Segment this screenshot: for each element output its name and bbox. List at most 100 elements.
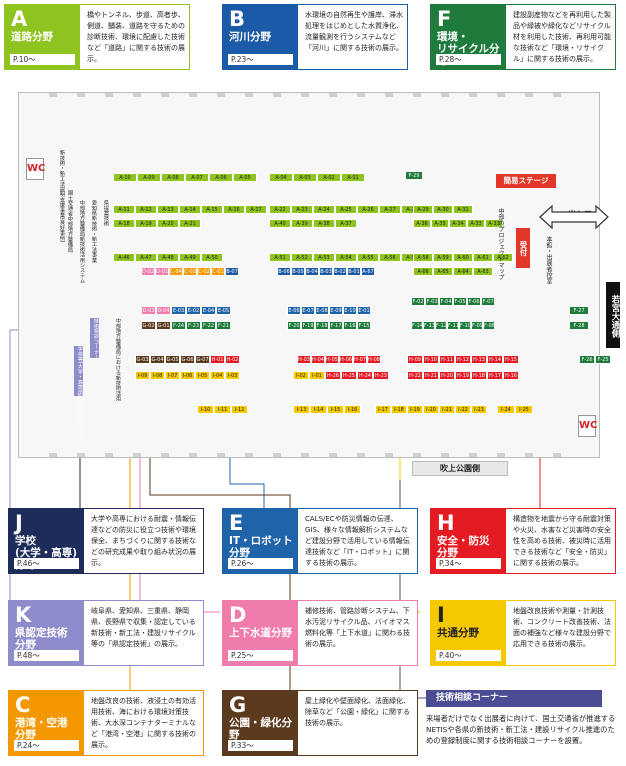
- booth-a-36[interactable]: A-36: [413, 219, 431, 228]
- booth-a-46[interactable]: A-46: [113, 253, 135, 262]
- booth-b-06[interactable]: B-06: [277, 267, 291, 276]
- booth-a-34[interactable]: A-34: [449, 219, 467, 228]
- booth-e-08[interactable]: E-08: [315, 306, 329, 315]
- booth-b-07[interactable]: B-07: [225, 267, 239, 276]
- booth-h-13[interactable]: H-13: [471, 355, 487, 364]
- booth-f-22[interactable]: F-22: [201, 321, 216, 330]
- booth-b-02[interactable]: B-02: [333, 267, 347, 276]
- booth-a-22[interactable]: A-22: [269, 205, 291, 214]
- booth-a-13[interactable]: A-13: [157, 205, 179, 214]
- booth-a-10[interactable]: A-10: [113, 173, 137, 182]
- booth-e-10[interactable]: E-10: [343, 306, 357, 315]
- booth-a-33[interactable]: A-33: [467, 219, 485, 228]
- booth-a-48[interactable]: A-48: [157, 253, 179, 262]
- booth-a-08[interactable]: A-08: [161, 173, 185, 182]
- booth-i-03[interactable]: I-03: [225, 371, 240, 380]
- booth-a-40[interactable]: A-40: [269, 219, 291, 228]
- booth-h-26[interactable]: H-26: [325, 371, 341, 380]
- booth-d-04[interactable]: D-04: [156, 306, 171, 315]
- booth-a-31[interactable]: A-31: [453, 205, 473, 214]
- booth-i-19[interactable]: I-19: [407, 405, 423, 414]
- booth-a-12[interactable]: A-12: [135, 205, 157, 214]
- booth-h-17[interactable]: H-17: [487, 371, 503, 380]
- booth-f-14[interactable]: F-14: [411, 321, 423, 330]
- booth-a-03[interactable]: A-03: [293, 173, 317, 182]
- booth-d-01[interactable]: D-01: [155, 267, 169, 276]
- booth-f-02[interactable]: F-02: [411, 297, 425, 306]
- booth-a-09[interactable]: A-09: [137, 173, 161, 182]
- booth-i-10[interactable]: I-10: [197, 405, 214, 414]
- category-card-f[interactable]: F環境・リサイクル分野P.28〜建設副産物などを再利用した製品や緑被や緑化などリ…: [430, 4, 616, 70]
- booth-f-27[interactable]: F-27: [569, 306, 589, 315]
- booth-h-15[interactable]: H-15: [503, 355, 519, 364]
- booth-f-05[interactable]: F-05: [453, 297, 467, 306]
- booth-a-29[interactable]: A-29: [413, 205, 433, 214]
- booth-g-04[interactable]: G-04: [150, 355, 165, 364]
- booth-h-16[interactable]: H-16: [503, 371, 519, 380]
- booth-a-56[interactable]: A-56: [379, 253, 401, 262]
- booth-a-62[interactable]: A-62: [493, 253, 513, 262]
- booth-a-27[interactable]: A-27: [379, 205, 401, 214]
- booth-f-04[interactable]: F-04: [439, 297, 453, 306]
- booth-i-25[interactable]: I-25: [515, 405, 533, 414]
- booth-h-20[interactable]: H-20: [439, 371, 455, 380]
- booth-i-08[interactable]: I-08: [150, 371, 165, 380]
- booth-f-25[interactable]: F-25: [595, 355, 611, 364]
- booth-g-07[interactable]: G-07: [195, 355, 210, 364]
- booth-i-04[interactable]: I-04: [210, 371, 225, 380]
- booth-f-17[interactable]: F-17: [329, 321, 343, 330]
- booth-a-37[interactable]: A-37: [335, 219, 357, 228]
- booth-a-26[interactable]: A-26: [357, 205, 379, 214]
- booth-h-21[interactable]: H-21: [423, 371, 439, 380]
- booth-f-19[interactable]: F-19: [301, 321, 315, 330]
- booth-h-10[interactable]: H-10: [423, 355, 439, 364]
- booth-h-22[interactable]: H-22: [407, 371, 423, 380]
- booth-h-07[interactable]: H-07: [353, 355, 367, 364]
- booth-d-03[interactable]: D-03: [141, 306, 156, 315]
- booth-c-02[interactable]: C-02: [197, 267, 211, 276]
- booth-c-04[interactable]: C-04: [169, 267, 183, 276]
- booth-f-24[interactable]: F-24: [171, 321, 186, 330]
- booth-c-03[interactable]: C-03: [183, 267, 197, 276]
- booth-a-64[interactable]: A-64: [453, 267, 473, 276]
- booth-f-06[interactable]: F-06: [467, 297, 481, 306]
- booth-e-04[interactable]: E-04: [201, 306, 216, 315]
- booth-a-66[interactable]: A-66: [413, 267, 433, 276]
- booth-a-17[interactable]: A-17: [245, 205, 267, 214]
- booth-h-08[interactable]: H-08: [367, 355, 381, 364]
- booth-a-55[interactable]: A-55: [357, 253, 379, 262]
- booth-a-15[interactable]: A-15: [201, 205, 223, 214]
- booth-i-02[interactable]: I-02: [293, 371, 309, 380]
- booth-i-05[interactable]: I-05: [195, 371, 210, 380]
- booth-i-11[interactable]: I-11: [214, 405, 231, 414]
- booth-h-03[interactable]: H-03: [297, 355, 311, 364]
- booth-h-23[interactable]: H-23: [373, 371, 389, 380]
- booth-a-59[interactable]: A-59: [433, 253, 453, 262]
- booth-b-03[interactable]: B-03: [319, 267, 333, 276]
- booth-i-20[interactable]: I-20: [423, 405, 439, 414]
- booth-i-15[interactable]: I-15: [327, 405, 344, 414]
- booth-a-53[interactable]: A-53: [313, 253, 335, 262]
- booth-a-58[interactable]: A-58: [413, 253, 433, 262]
- booth-a-01[interactable]: A-01: [341, 173, 365, 182]
- booth-i-09[interactable]: I-09: [135, 371, 150, 380]
- booth-f-08[interactable]: F-08: [483, 321, 495, 330]
- booth-i-07[interactable]: I-07: [165, 371, 180, 380]
- booth-a-61[interactable]: A-61: [473, 253, 493, 262]
- booth-a-25[interactable]: A-25: [335, 205, 357, 214]
- booth-a-18[interactable]: A-18: [113, 219, 135, 228]
- booth-i-14[interactable]: I-14: [310, 405, 327, 414]
- booth-a-67[interactable]: A-67: [361, 267, 375, 276]
- booth-b-01[interactable]: B-01: [347, 267, 361, 276]
- booth-g-03[interactable]: G-03: [135, 355, 150, 364]
- booth-a-23[interactable]: A-23: [291, 205, 313, 214]
- booth-a-24[interactable]: A-24: [313, 205, 335, 214]
- booth-i-17[interactable]: I-17: [375, 405, 391, 414]
- booth-a-54[interactable]: A-54: [335, 253, 357, 262]
- booth-a-50[interactable]: A-50: [201, 253, 223, 262]
